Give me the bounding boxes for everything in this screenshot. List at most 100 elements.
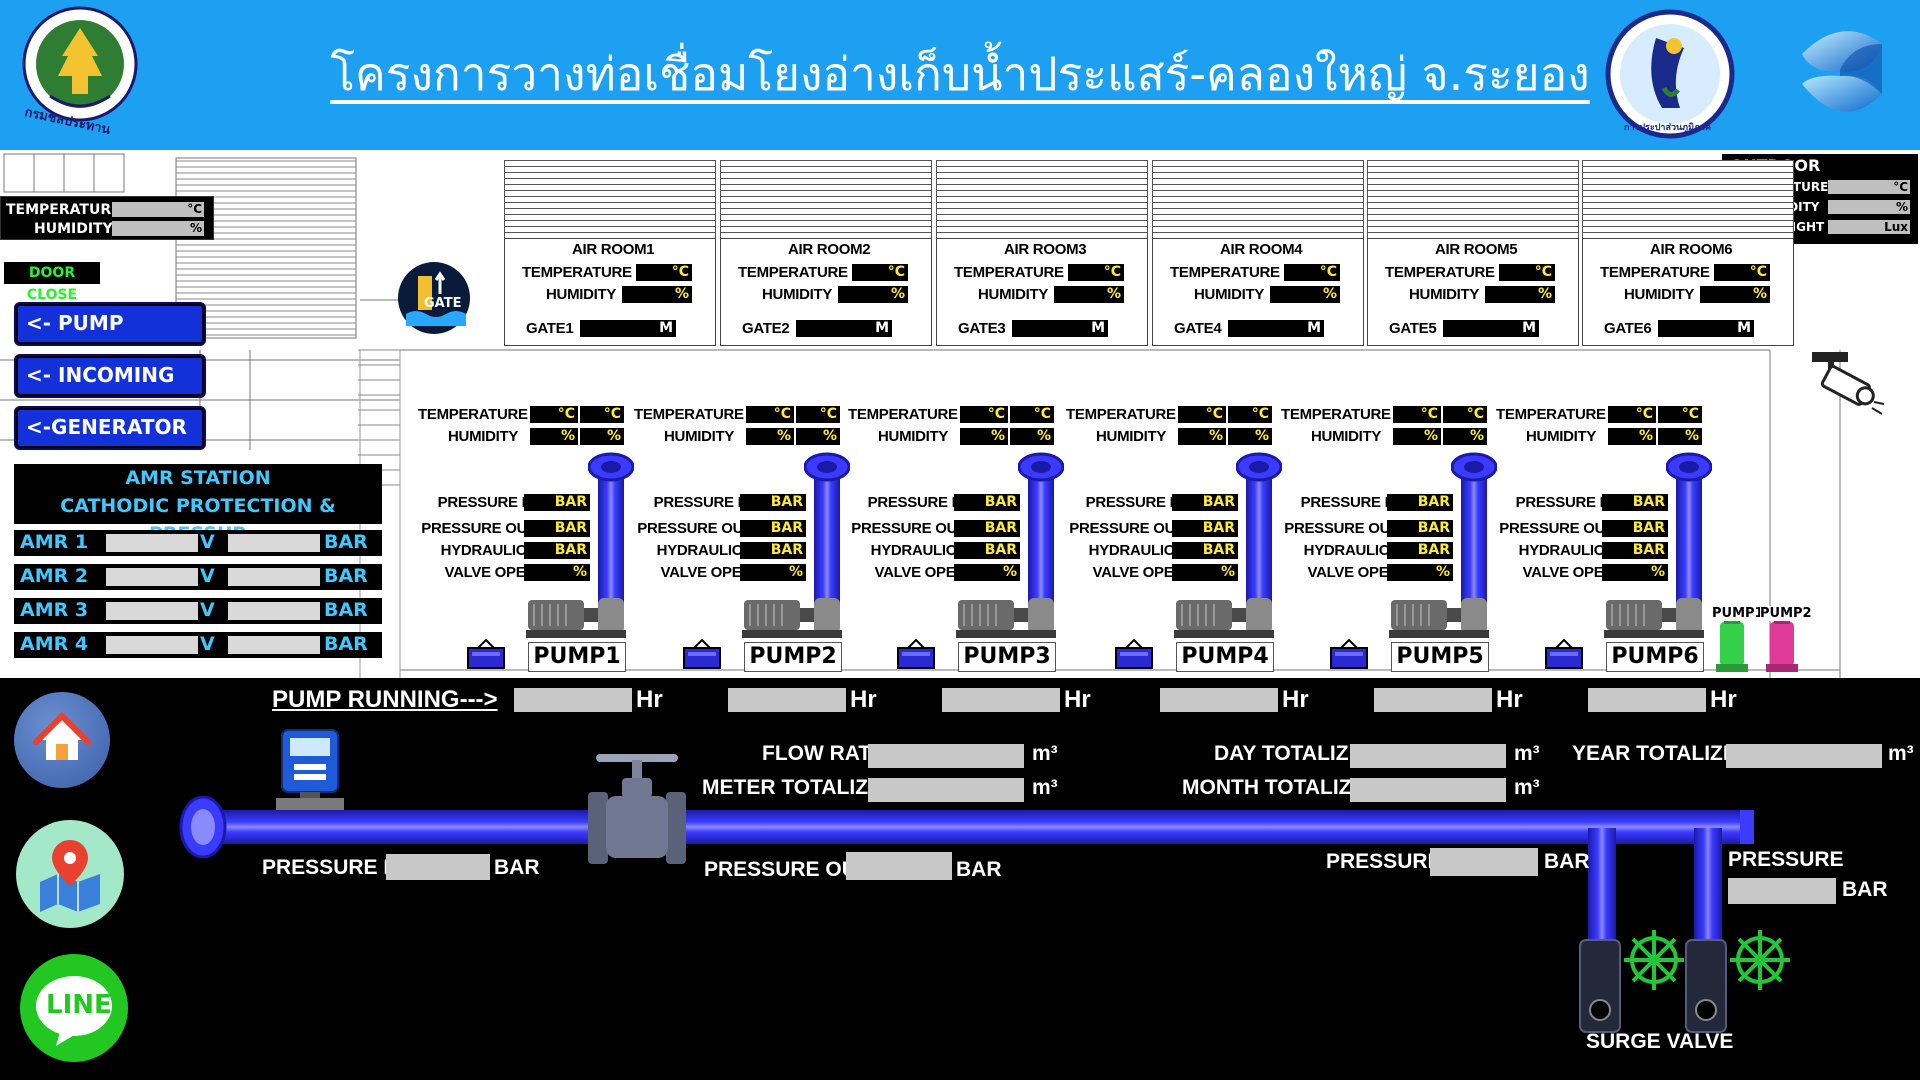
- pump-name-label: PUMP1: [528, 642, 626, 672]
- pump-temperature-label: TEMPERATURE: [634, 406, 744, 423]
- pump-hydraulics-unit: BAR: [770, 542, 803, 558]
- pump-bucket-icon[interactable]: [466, 636, 506, 670]
- surge-valve-1[interactable]: [1576, 930, 1696, 1040]
- pump-temperature-unit: °C: [1251, 406, 1269, 422]
- pump-pressure-in-value: BAR: [1387, 494, 1453, 511]
- pump-hydraulics-unit: BAR: [1632, 542, 1665, 558]
- pump-bucket-icon[interactable]: [682, 636, 722, 670]
- air-room-humidity-unit: %: [1106, 286, 1121, 302]
- month-totalizer-label: MONTH TOTALIZER: [1182, 776, 1381, 799]
- amr-row: [14, 632, 382, 658]
- pump-humidity-unit: %: [990, 428, 1005, 444]
- branch-pipe-2: [1694, 828, 1722, 948]
- pump-riser-flange: [1665, 452, 1713, 482]
- air-room-title: AIR ROOM6: [1650, 241, 1733, 258]
- amr-row: [14, 598, 382, 624]
- pump-humidity-unit: %: [1208, 428, 1223, 444]
- air-room-humidity-value: %: [838, 286, 908, 303]
- amr-pressure-value: [228, 568, 320, 586]
- pump-riser-pipe: [1676, 470, 1702, 620]
- pump-motor-icon[interactable]: [526, 594, 626, 638]
- pump-temperature-unit: °C: [1466, 406, 1484, 422]
- meter-totalizer-unit: m³: [1032, 776, 1058, 799]
- pump-motor-icon[interactable]: [1389, 594, 1489, 638]
- pump-bucket-icon[interactable]: [1329, 636, 1369, 670]
- pump-pressure-in-value: BAR: [1602, 494, 1668, 511]
- pump-bucket-icon[interactable]: [896, 636, 936, 670]
- amr-voltage-unit: V: [200, 633, 215, 655]
- gate-level-value: M: [1012, 320, 1108, 337]
- home-button[interactable]: [14, 692, 110, 788]
- gate-level-unit: M: [875, 320, 889, 336]
- building-drawing: [0, 153, 1841, 678]
- pump-pressure-in-unit: BAR: [984, 494, 1017, 510]
- air-room-humidity-label: HUMIDITY: [1194, 286, 1265, 303]
- air-room-louver: [1582, 160, 1794, 240]
- meter-totalizer-value: [868, 778, 1024, 802]
- pump-bucket-icon[interactable]: [1544, 636, 1584, 670]
- pump-valve-open-label: VALVE OPEN: [444, 564, 537, 581]
- pump-motor-icon[interactable]: [742, 594, 842, 638]
- gate-level-label: GATE4: [1174, 320, 1222, 337]
- indoor-temperature-value: °C: [112, 202, 204, 217]
- pump-humidity-label: HUMIDITY: [448, 428, 519, 445]
- air-room-humidity-label: HUMIDITY: [1624, 286, 1695, 303]
- pump-starter-button[interactable]: <- PUMP STARTER: [14, 302, 206, 373]
- pump-pressure-out-value: BAR: [524, 520, 590, 537]
- pump-running-hours-value: [514, 688, 632, 712]
- surge-valve-label: SURGE VALVE: [1586, 1030, 1734, 1053]
- gate-icon[interactable]: GATE: [396, 260, 472, 336]
- air-room-title: AIR ROOM1: [572, 241, 655, 258]
- pump-temperature-value-1: °C: [1393, 406, 1441, 423]
- year-totalizer-label: YEAR TOTALIZER: [1572, 742, 1753, 765]
- incoming-button[interactable]: <- INCOMING: [14, 354, 206, 398]
- pump-temperature-value-2: °C: [1010, 406, 1054, 423]
- pump-motor-icon[interactable]: [1604, 594, 1704, 638]
- pump-pressure-out-label: PRESSURE OUT: [851, 520, 966, 537]
- pump-motor-icon[interactable]: [1174, 594, 1274, 638]
- pump-pressure-out-unit: BAR: [1417, 520, 1450, 536]
- gate-valve-icon[interactable]: [582, 750, 692, 866]
- pump-valve-open-value: %: [1172, 564, 1238, 581]
- pump-pressure-in-label: PRESSURE IN: [1515, 494, 1615, 511]
- pump-pressure-in-label: PRESSURE IN: [867, 494, 967, 511]
- door-status-badge: DOOR CLOSE: [4, 262, 100, 303]
- amr-pressure-unit: BAR: [324, 599, 368, 621]
- outdoor-light-value: Lux: [1828, 220, 1910, 234]
- pump-valve-open-value: %: [524, 564, 590, 581]
- pump-temperature-unit: °C: [557, 406, 575, 422]
- map-button[interactable]: [16, 820, 124, 928]
- pump-running-hours-value: [942, 688, 1060, 712]
- pump-valve-open-label: VALVE OPEN: [1092, 564, 1185, 581]
- pump-humidity-unit: %: [1254, 428, 1269, 444]
- day-totalizer-value: [1350, 744, 1506, 768]
- pump-pressure-in-unit: BAR: [554, 494, 587, 510]
- pump-pressure-out-value: BAR: [1602, 520, 1668, 537]
- pump-bucket-icon[interactable]: [1114, 636, 1154, 670]
- pump-pressure-out-value: BAR: [740, 520, 806, 537]
- amr-pressure-unit: BAR: [324, 531, 368, 553]
- pipe-elbow-right: [1740, 810, 1754, 844]
- air-room-humidity-unit: %: [890, 286, 905, 302]
- pump-humidity-label: HUMIDITY: [1526, 428, 1597, 445]
- pump-name-label: PUMP3: [958, 642, 1056, 672]
- pump-valve-open-unit: %: [788, 564, 803, 580]
- pump-valve-open-unit: %: [572, 564, 587, 580]
- pump-humidity-unit: %: [606, 428, 621, 444]
- line-button[interactable]: LINE: [20, 954, 128, 1062]
- generator-button[interactable]: <-GENERATOR: [14, 406, 206, 450]
- amr-voltage-unit: V: [200, 565, 215, 587]
- surge-valve-2[interactable]: [1682, 930, 1802, 1040]
- air-room-humidity-unit: %: [674, 286, 689, 302]
- pump-humidity-value-2: %: [1010, 428, 1054, 445]
- pump-pressure-in-value: BAR: [954, 494, 1020, 511]
- pipe-pressure-in-value: [386, 854, 490, 880]
- map-pin-icon: [40, 840, 100, 912]
- pump-motor-icon[interactable]: [956, 594, 1056, 638]
- pump-temperature-label: TEMPERATURE: [1066, 406, 1176, 423]
- mini-pump-2-label: PUMP2: [1760, 606, 1812, 621]
- cctv-camera-icon[interactable]: [1808, 350, 1888, 420]
- pump-humidity-unit: %: [1036, 428, 1051, 444]
- pump-temperature-value-1: °C: [1608, 406, 1656, 423]
- pump-temperature-unit: °C: [1420, 406, 1438, 422]
